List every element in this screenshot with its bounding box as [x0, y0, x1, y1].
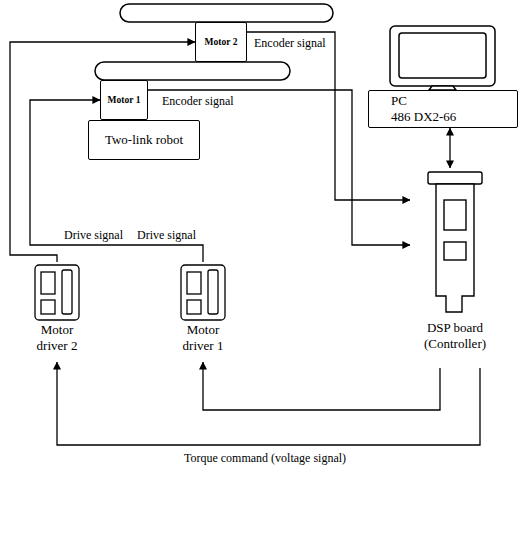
driver-icon	[35, 265, 79, 320]
driver-terminal	[41, 300, 55, 314]
card-chip	[444, 242, 466, 260]
robot-base-box: Two-link robot	[88, 120, 200, 160]
node-label: Motor 2	[205, 37, 238, 48]
signal-line	[57, 362, 480, 445]
node-label: Motor 1	[108, 95, 141, 106]
signal-label: Encoder signal	[160, 94, 236, 108]
motor-driver: Motor driver 1	[168, 262, 238, 362]
driver-terminal	[187, 300, 201, 314]
monitor-screen	[399, 33, 486, 78]
card-bracket	[428, 172, 482, 184]
signal-label: Drive signal	[62, 228, 125, 242]
node-label: PC	[391, 93, 407, 109]
driver-icon	[181, 265, 225, 320]
pc-unit-box: PC486 DX2-66	[368, 90, 518, 128]
signal-line	[203, 362, 440, 410]
driver-panel	[187, 272, 201, 294]
signal-label: Torque command (voltage signal)	[182, 451, 348, 465]
driver-slot	[208, 270, 218, 314]
signal-label: Drive signal	[135, 228, 198, 242]
signal-label: Encoder signal	[252, 36, 328, 50]
driver-case	[35, 265, 79, 320]
link-1	[95, 62, 290, 80]
motor-driver: Motor driver 2	[22, 262, 92, 362]
node-label: Motor driver 2	[26, 322, 88, 353]
driver-case	[181, 265, 225, 320]
card-body	[436, 184, 474, 312]
driver-panel	[41, 272, 55, 294]
card-chip	[444, 200, 466, 230]
node-sublabel: 486 DX2-66	[391, 109, 456, 125]
motor-box: Motor 1	[100, 80, 148, 120]
driver-slot	[62, 270, 72, 314]
signal-line	[449, 128, 450, 168]
monitor-case	[390, 26, 495, 86]
motor-box: Motor 2	[195, 22, 247, 62]
pc-monitor	[390, 26, 495, 90]
dsp-card-icon	[428, 172, 482, 312]
node-label: Two-link robot	[105, 132, 183, 148]
signal-line	[30, 100, 203, 262]
node-label: Motor driver 1	[172, 322, 234, 353]
link-2	[120, 4, 333, 22]
dsp-board: DSP board (Controller)	[410, 168, 500, 368]
node-label: DSP board (Controller)	[415, 320, 495, 351]
